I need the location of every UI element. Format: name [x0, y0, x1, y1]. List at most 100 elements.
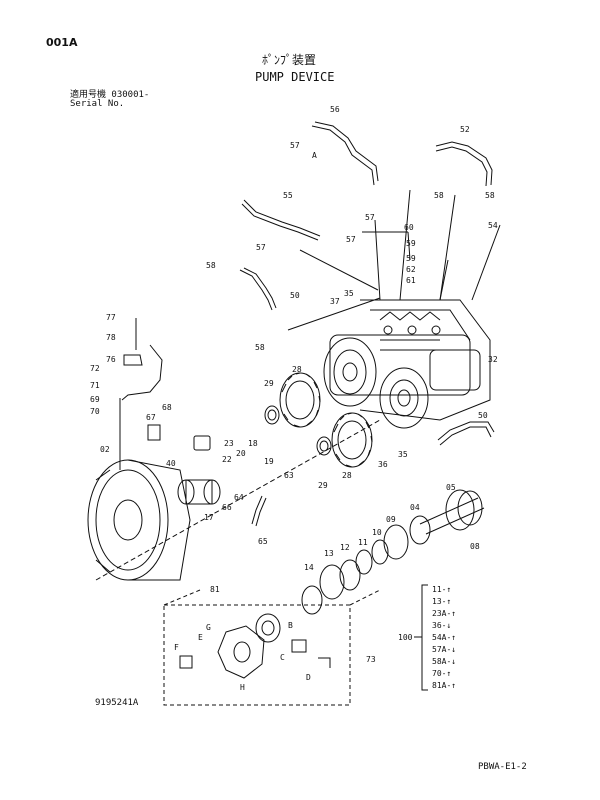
callout-73: 73 [366, 655, 376, 664]
ring-29-lower [316, 436, 332, 456]
callout-50: 50 [478, 411, 488, 420]
callout-68: 68 [162, 403, 172, 412]
callout-04: 04 [410, 503, 420, 512]
callout-14: 14 [304, 563, 314, 572]
callout-58: 58 [206, 261, 216, 270]
pipe-50 [239, 269, 273, 311]
callout-69: 69 [90, 395, 100, 404]
main-pump-32 [323, 299, 491, 429]
callout-63: 63 [284, 471, 294, 480]
serial-label-jp: 適用号機 030001- [70, 90, 150, 100]
kit-item: 36-↓ [432, 621, 451, 630]
pipe-52 [435, 141, 493, 186]
callout-67: 67 [146, 413, 156, 422]
callout-35: 35 [344, 289, 354, 298]
page-id: 001A [46, 36, 78, 49]
letter-A: A [312, 151, 317, 160]
callout-58: 58 [485, 191, 495, 200]
callout-54: 54 [488, 221, 498, 230]
page-code: PBWA-E1-2 [478, 762, 527, 772]
page-title: PUMP DEVICE [255, 70, 335, 84]
gear-28-upper [279, 372, 321, 428]
callout-36: 36 [378, 460, 388, 469]
kit-item: 58A-↓ [432, 657, 456, 666]
coupling-element-H [217, 625, 265, 679]
callout-labels: 56 52 57 57 57 57 58 58 58 58 54 55 60 5… [90, 105, 498, 692]
block-C [291, 639, 307, 653]
coupling-detail-box [163, 604, 351, 706]
callout-28: 28 [342, 471, 352, 480]
pump-housing-02 [87, 459, 191, 581]
callout-05: 05 [446, 483, 456, 492]
letter-C: C [280, 653, 285, 662]
callout-19: 19 [264, 457, 274, 466]
letter-H: H [240, 683, 245, 692]
callout-78: 78 [106, 333, 116, 342]
callout-76: 76 [106, 355, 116, 364]
callout-12: 12 [340, 543, 350, 552]
kit-item: 70-↑ [432, 669, 451, 678]
callout-57: 57 [365, 213, 375, 222]
letter-G: G [206, 623, 211, 632]
callout-23: 23 [224, 439, 234, 448]
callout-37: 37 [330, 297, 340, 306]
kit-item: 57A-↓ [432, 645, 456, 654]
callout-28: 28 [292, 365, 302, 374]
callout-57: 57 [256, 243, 266, 252]
callout-56: 56 [330, 105, 340, 114]
letter-D: D [306, 673, 311, 682]
callout-18: 18 [248, 439, 258, 448]
letter-B: B [288, 621, 293, 630]
callout-70: 70 [90, 407, 100, 416]
drawing-number: 9195241A [95, 698, 139, 708]
kit-item: 11-↑ [432, 585, 451, 594]
hub-B [255, 613, 281, 643]
kit-item: 54A-↑ [432, 633, 456, 642]
callout-72: 72 [90, 364, 100, 373]
callout-61: 61 [406, 276, 416, 285]
serial-label-en: Serial No. [70, 99, 125, 109]
callout-60: 60 [404, 223, 414, 232]
callout-40: 40 [166, 459, 176, 468]
gear-28-lower [331, 412, 373, 468]
ring-29-upper [264, 405, 280, 425]
callout-29: 29 [318, 481, 328, 490]
solenoid-23 [193, 435, 211, 451]
callout-58: 58 [434, 191, 444, 200]
callout-10: 10 [372, 528, 382, 537]
callout-17: 17 [204, 513, 214, 522]
callout-22: 22 [222, 455, 232, 464]
callout-20: 20 [236, 449, 246, 458]
callout-13: 13 [324, 549, 334, 558]
callout-57: 57 [346, 235, 356, 244]
pipe-56 [311, 125, 375, 186]
callout-52: 52 [460, 125, 470, 134]
kit-item: 13-↑ [432, 597, 451, 606]
callout-77: 77 [106, 313, 116, 322]
callout-59: 59 [406, 254, 416, 263]
sensor-bracket-76 [123, 354, 143, 366]
callout-35: 35 [398, 450, 408, 459]
kit-list: 11-↑ 13-↑ 23A-↑ 36-↓ 54A-↑ 57A-↓ 58A-↓ 7… [432, 585, 456, 690]
pipe-50-right [437, 421, 495, 441]
kit-item: 81A-↑ [432, 681, 456, 690]
hose-64 [251, 495, 263, 525]
callout-09: 09 [386, 515, 396, 524]
callout-29: 29 [264, 379, 274, 388]
callout-32: 32 [488, 355, 498, 364]
callout-55: 55 [283, 191, 293, 200]
callout-62: 62 [406, 265, 416, 274]
callout-64: 64 [234, 493, 244, 502]
callout-02: 02 [100, 445, 110, 454]
callout-50: 50 [290, 291, 300, 300]
block-E [179, 655, 193, 669]
pipe-55 [243, 199, 321, 237]
kit-bracket [421, 584, 428, 691]
callout-57: 57 [290, 141, 300, 150]
bracket-67 [147, 424, 161, 441]
callout-59: 59 [406, 239, 416, 248]
callout-08: 08 [470, 542, 480, 551]
callout-65: 65 [258, 537, 268, 546]
callout-58: 58 [255, 343, 265, 352]
